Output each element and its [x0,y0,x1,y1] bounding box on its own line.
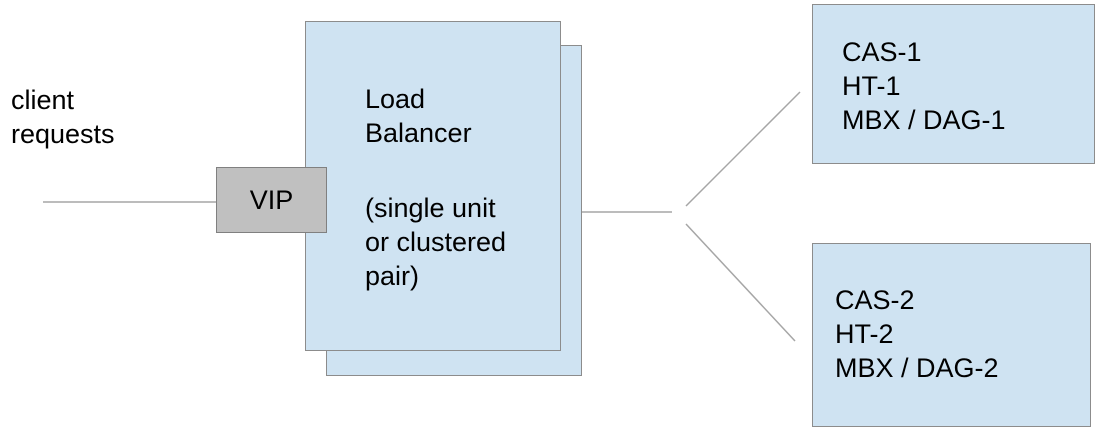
server-node-1 [812,4,1095,164]
server-role-line: MBX / DAG-1 [842,105,1006,135]
load-balancer-note-line: or clustered [365,227,507,257]
load-balancer-primary-unit [305,21,561,351]
server-2-connector [685,223,796,342]
load-balancer-title: Load Balancer [365,82,472,150]
load-balancer-note-line: pair) [365,261,420,291]
server-1-connector [685,91,801,207]
load-balancer-note: (single unit or clustered pair) [365,191,506,293]
client-requests-label: client requests [11,83,115,151]
server-role-line: CAS-2 [835,285,915,315]
client-requests-line: client [11,85,75,115]
server-role-line: HT-1 [842,71,901,101]
vip-box: VIP [216,167,327,233]
server-role-line: CAS-1 [842,37,922,67]
server-role-line: HT-2 [835,319,894,349]
server-role-line: MBX / DAG-2 [835,353,999,383]
server-node-1-label: CAS-1 HT-1 MBX / DAG-1 [842,35,1006,137]
server-node-2 [812,243,1091,427]
vip-label: VIP [249,185,294,215]
load-balancer-note-line: (single unit [365,193,496,223]
load-balancer-title-line: Balancer [365,118,472,148]
client-requests-line: requests [11,119,115,149]
server-node-2-label: CAS-2 HT-2 MBX / DAG-2 [835,283,999,385]
load-balancer-title-line: Load [365,84,426,114]
